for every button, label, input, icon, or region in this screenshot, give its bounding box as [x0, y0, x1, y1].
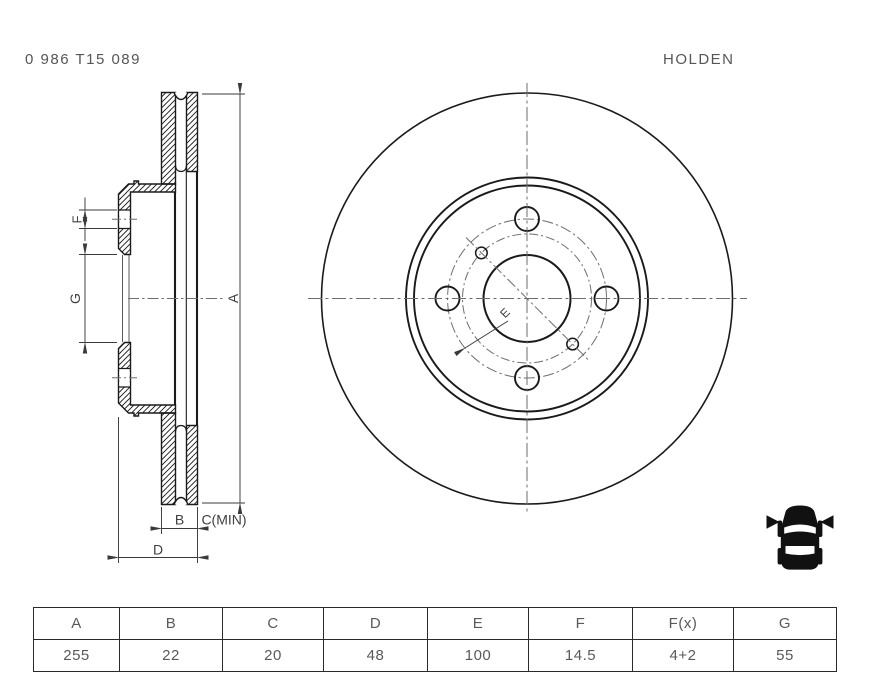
section-left-plate-top: [160, 91, 177, 185]
vent-notch-bottom: [173, 496, 189, 505]
bolt-hole-right: [593, 285, 620, 312]
locating-hole-lower-right: [566, 337, 580, 351]
section-dimensions: [79, 82, 245, 563]
dimension-label-G: G: [67, 293, 83, 304]
table-header-cell: D: [324, 608, 428, 640]
table-header-cell: C: [223, 608, 324, 640]
car-wheel-rear-left: [777, 548, 783, 565]
cross-section-view: [117, 91, 199, 506]
table-header-cell: E: [428, 608, 529, 640]
table-value-cell: 255: [34, 640, 120, 671]
section-hat-top: [117, 180, 177, 256]
table-value-cell: 14.5: [529, 640, 633, 671]
table-value-cell: 22: [120, 640, 223, 671]
table-header-cell: B: [120, 608, 223, 640]
section-hat-bottom: [117, 341, 177, 417]
table-header-cell: F(x): [633, 608, 734, 640]
table-value-cell: 4+2: [633, 640, 734, 671]
front-axle-arrow-right: [820, 515, 834, 529]
dimension-label-A: A: [225, 293, 241, 303]
front-axle-arrow-left: [766, 515, 780, 529]
table-value-cell: 100: [428, 640, 529, 671]
dimension-label-C-min: C(MIN): [201, 512, 246, 528]
table-header-cell: F: [529, 608, 633, 640]
table-value-cell: 48: [324, 640, 428, 671]
car-wheel-front-right: [817, 520, 823, 537]
car-wheel-rear-right: [817, 548, 823, 565]
bolt-circle-dimension: E: [454, 305, 513, 357]
table-value-cell: 20: [223, 640, 324, 671]
dimension-label-B: B: [175, 512, 184, 528]
car-body: [780, 505, 820, 570]
section-right-plate-top: [185, 91, 199, 173]
vent-notch-top: [173, 92, 189, 101]
car-wheel-front-left: [777, 520, 783, 537]
section-centerlines: [112, 218, 224, 379]
section-right-plate-bottom: [185, 424, 199, 506]
table-header-cell: G: [734, 608, 836, 640]
car-rear-window: [785, 546, 815, 556]
dimension-table: A B C D E F F(x) G 255 22 20 48 100 14.5…: [33, 607, 837, 672]
locating-hole-upper-left: [474, 246, 488, 260]
dimension-label-E: E: [497, 305, 513, 321]
section-left-plate-bottom: [160, 412, 177, 506]
diagonal-axis: [465, 237, 590, 361]
table-value-cell: 55: [776, 647, 794, 664]
car-front-axle-icon: [766, 505, 834, 570]
vent-cup-bottom: [174, 424, 188, 432]
vent-cup-top: [174, 165, 188, 173]
brand-name: HOLDEN: [663, 51, 735, 68]
dimension-label-D: D: [153, 542, 163, 558]
dimension-label-F: F: [70, 215, 85, 223]
car-windshield: [784, 524, 816, 534]
part-number: 0 986 T15 089: [25, 51, 141, 68]
front-view-centerlines: [308, 83, 747, 515]
table-header-cell: A: [34, 608, 120, 640]
